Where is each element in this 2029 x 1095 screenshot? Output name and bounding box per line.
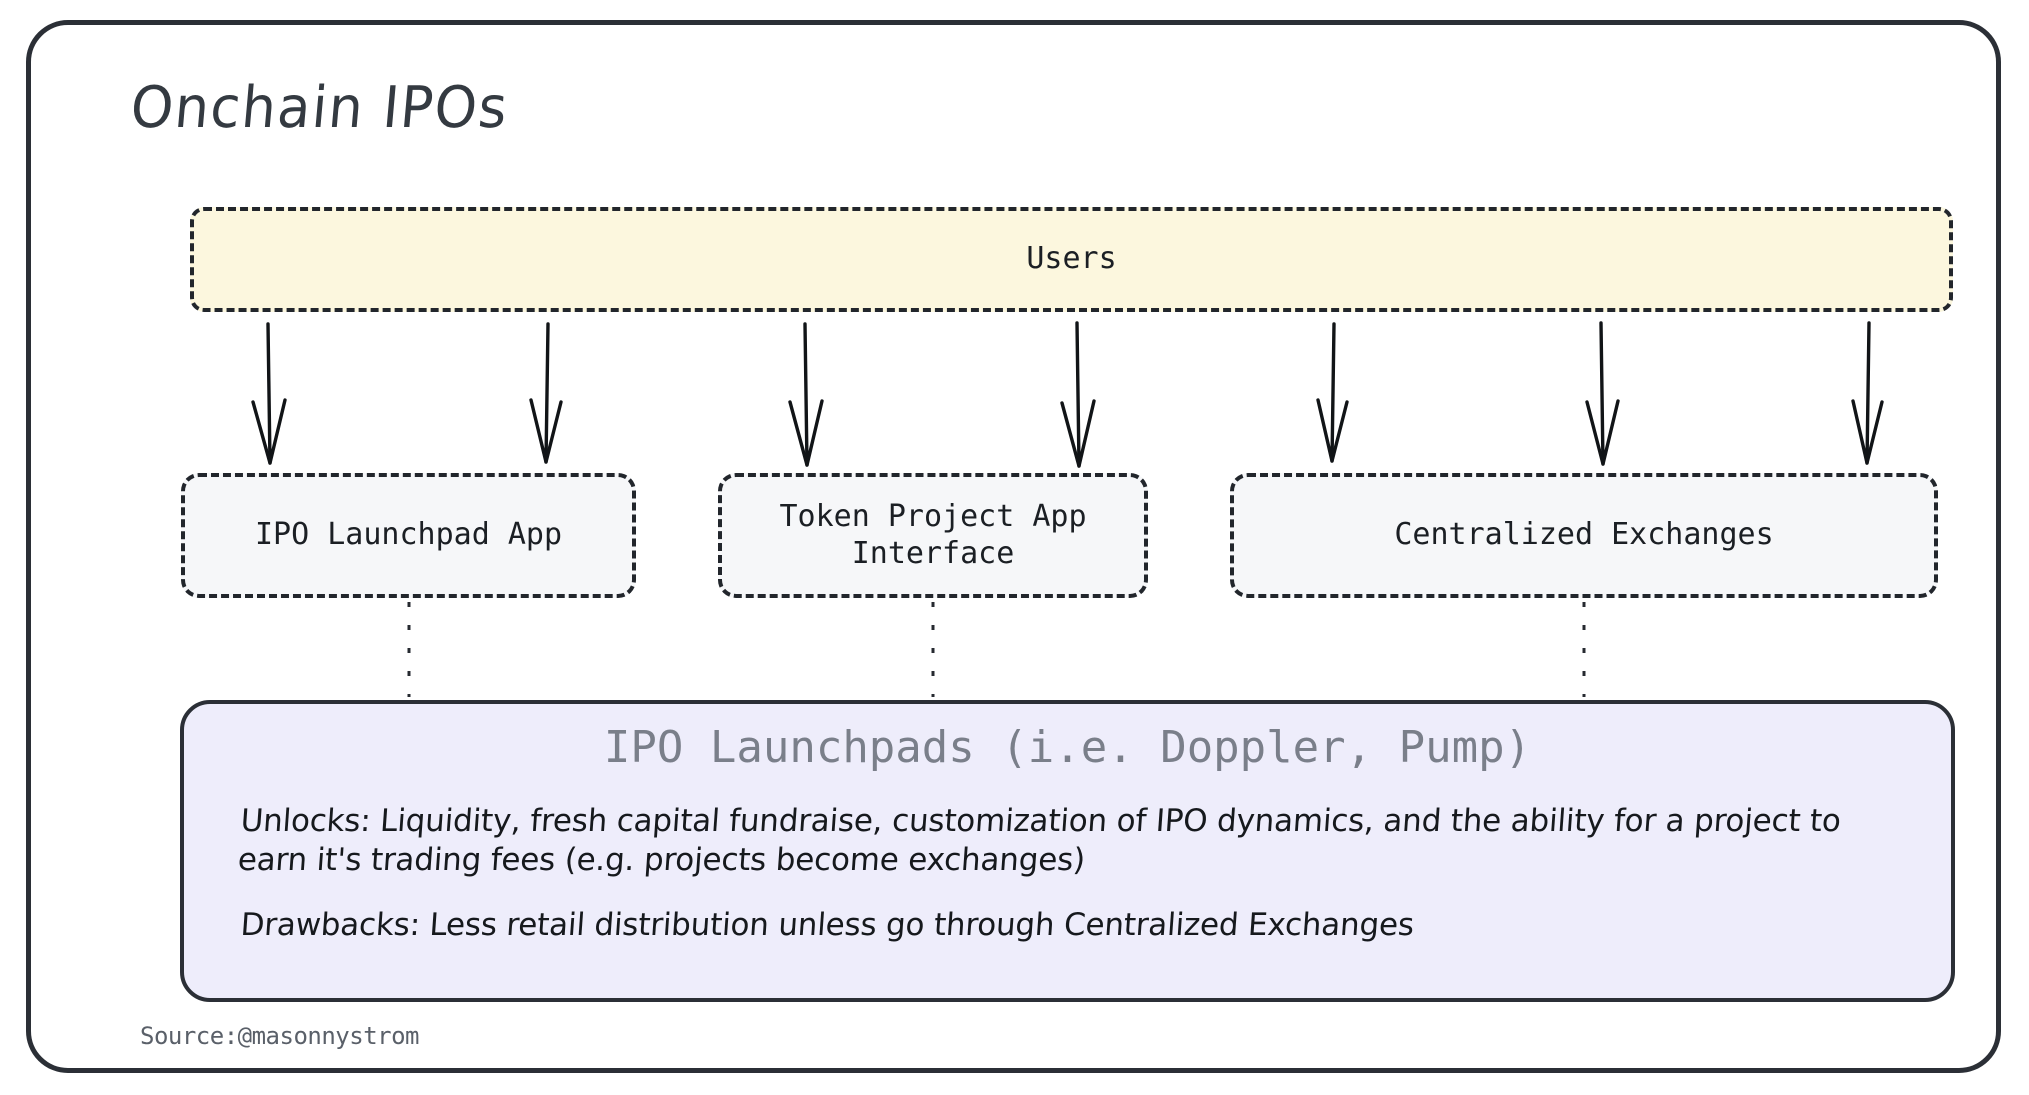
node-ipo-launchpad-app-label: IPO Launchpad App [254,517,563,553]
detail-panel-body: Unlocks: Liquidity, fresh capital fundra… [237,802,1911,971]
detail-panel-heading: IPO Launchpads (i.e. Doppler, Pump) [603,722,1532,773]
node-ipo-launchpad-app[interactable]: IPO Launchpad App [181,473,636,598]
node-token-project-app-interface-label: Token Project App Interface [779,499,1086,572]
node-token-project-line-1: Token Project App [779,498,1087,534]
detail-panel-ipo-launchpads[interactable]: IPO Launchpads (i.e. Doppler, Pump) Unlo… [180,700,1955,1002]
node-centralized-exchanges[interactable]: Centralized Exchanges [1230,473,1938,598]
detail-panel-drawbacks: Drawbacks: Less retail distribution unle… [239,907,1416,944]
node-token-project-app-interface[interactable]: Token Project App Interface [718,473,1148,598]
node-token-project-line-2: Interface [851,535,1015,571]
node-centralized-exchanges-label: Centralized Exchanges [1394,517,1774,553]
node-users-label: Users [1026,241,1117,277]
page-title: Onchain IPOs [128,74,512,141]
node-users[interactable]: Users [190,207,1953,312]
detail-panel-unlocks: Unlocks: Liquidity, fresh capital fundra… [236,803,1842,879]
source-attribution: Source:@masonnystrom [140,1022,419,1050]
